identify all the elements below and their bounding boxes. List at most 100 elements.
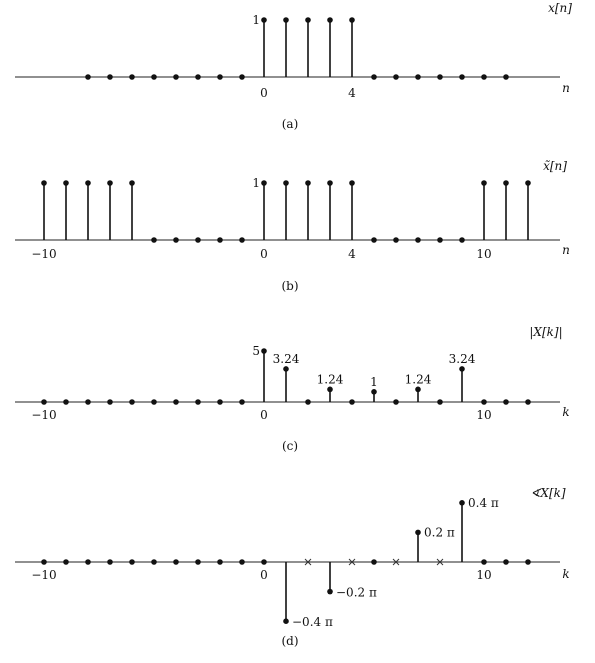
stem-point bbox=[503, 559, 509, 565]
stem-point bbox=[327, 180, 333, 186]
stem-point bbox=[63, 180, 69, 186]
stem-point bbox=[371, 559, 377, 565]
stem-point bbox=[151, 559, 157, 565]
stem-point bbox=[151, 237, 157, 243]
stem-point bbox=[195, 74, 201, 80]
stem-point bbox=[107, 399, 113, 405]
undefined-phase-marker bbox=[348, 558, 356, 566]
data-label: 1.24 bbox=[317, 372, 344, 386]
stem-point bbox=[173, 559, 179, 565]
stem-point bbox=[371, 389, 377, 395]
stem-point bbox=[503, 74, 509, 80]
stem-point bbox=[239, 399, 245, 405]
stem-point bbox=[129, 180, 135, 186]
x-tick-label: 4 bbox=[348, 247, 356, 261]
panel-title: x[n] bbox=[548, 1, 572, 15]
data-label: 1 bbox=[252, 13, 260, 27]
stem-point bbox=[327, 386, 333, 393]
x-tick-label: 0 bbox=[260, 86, 268, 100]
stem-point bbox=[63, 399, 69, 405]
stem-point bbox=[393, 237, 399, 243]
stem-point bbox=[195, 237, 201, 243]
data-label: 0.4 π bbox=[468, 496, 499, 510]
stem-point bbox=[283, 366, 289, 372]
stem-point bbox=[107, 74, 113, 80]
x-tick-label: 4 bbox=[348, 86, 356, 100]
stem-point bbox=[173, 74, 179, 80]
stem-point bbox=[437, 74, 443, 80]
stem-point bbox=[415, 529, 421, 536]
stem-point bbox=[261, 180, 267, 186]
panel-title: |X[k]| bbox=[529, 325, 562, 339]
stem-point bbox=[283, 180, 289, 186]
stem-point bbox=[129, 559, 135, 565]
data-label: −0.4 π bbox=[292, 615, 333, 629]
data-label: −0.2 π bbox=[336, 586, 377, 600]
stem-point bbox=[459, 237, 465, 243]
panel-caption: (b) bbox=[281, 279, 298, 293]
x-tick-label: 0 bbox=[260, 408, 268, 422]
stem-point bbox=[85, 74, 91, 80]
stem-point bbox=[107, 559, 113, 565]
stem-point bbox=[437, 237, 443, 243]
x-tick-label: 0 bbox=[260, 247, 268, 261]
stem-point bbox=[41, 559, 47, 565]
data-label: 3.24 bbox=[273, 352, 300, 366]
stem-point bbox=[195, 559, 201, 565]
stem-point bbox=[63, 559, 69, 565]
stem-point bbox=[85, 399, 91, 405]
stem-point bbox=[305, 399, 311, 405]
x-tick-label: −10 bbox=[31, 247, 56, 261]
stem-point bbox=[481, 399, 487, 405]
panel-caption: (a) bbox=[282, 117, 299, 131]
stem-point bbox=[173, 399, 179, 405]
stem-point bbox=[525, 399, 531, 405]
x-tick-label: 0 bbox=[260, 568, 268, 582]
stem-point bbox=[371, 237, 377, 243]
stem-point bbox=[261, 559, 267, 565]
stem-point bbox=[415, 74, 421, 80]
undefined-phase-marker bbox=[392, 558, 400, 566]
stem-point bbox=[349, 399, 355, 405]
x-axis-variable: k bbox=[562, 405, 569, 419]
stem-point bbox=[437, 399, 443, 405]
stem-point bbox=[327, 17, 333, 23]
stem-point bbox=[217, 399, 223, 405]
panel-title: ∢X[k] bbox=[530, 486, 566, 500]
stem-point bbox=[239, 237, 245, 243]
x-tick-label: 10 bbox=[476, 408, 491, 422]
stem-point bbox=[415, 386, 421, 393]
x-axis-variable: k bbox=[562, 567, 569, 581]
stem-point bbox=[129, 74, 135, 80]
stem-point bbox=[129, 399, 135, 405]
stem-point bbox=[239, 559, 245, 565]
stem-point bbox=[459, 366, 465, 372]
x-axis-variable: n bbox=[562, 243, 570, 257]
stem-point bbox=[217, 237, 223, 243]
stem-point bbox=[349, 17, 355, 23]
data-label: 1 bbox=[252, 176, 260, 190]
stem-point bbox=[195, 399, 201, 405]
x-tick-label: 10 bbox=[476, 568, 491, 582]
undefined-phase-marker bbox=[436, 558, 444, 566]
stem-point bbox=[107, 180, 113, 186]
stem-point bbox=[261, 17, 267, 23]
panel-caption: (c) bbox=[282, 439, 298, 453]
stem-point bbox=[393, 74, 399, 80]
stem-point bbox=[283, 17, 289, 23]
undefined-phase-marker bbox=[304, 558, 312, 566]
stem-point bbox=[239, 74, 245, 80]
stem-point bbox=[393, 399, 399, 405]
stem-point bbox=[503, 180, 509, 186]
stem-point bbox=[151, 399, 157, 405]
panel-caption: (d) bbox=[281, 634, 298, 648]
stem-point bbox=[41, 180, 47, 186]
stem-point bbox=[525, 559, 531, 565]
stem-point bbox=[261, 348, 267, 354]
x-tick-label: −10 bbox=[31, 408, 56, 422]
stem-point bbox=[503, 399, 509, 405]
stem-point bbox=[217, 74, 223, 80]
